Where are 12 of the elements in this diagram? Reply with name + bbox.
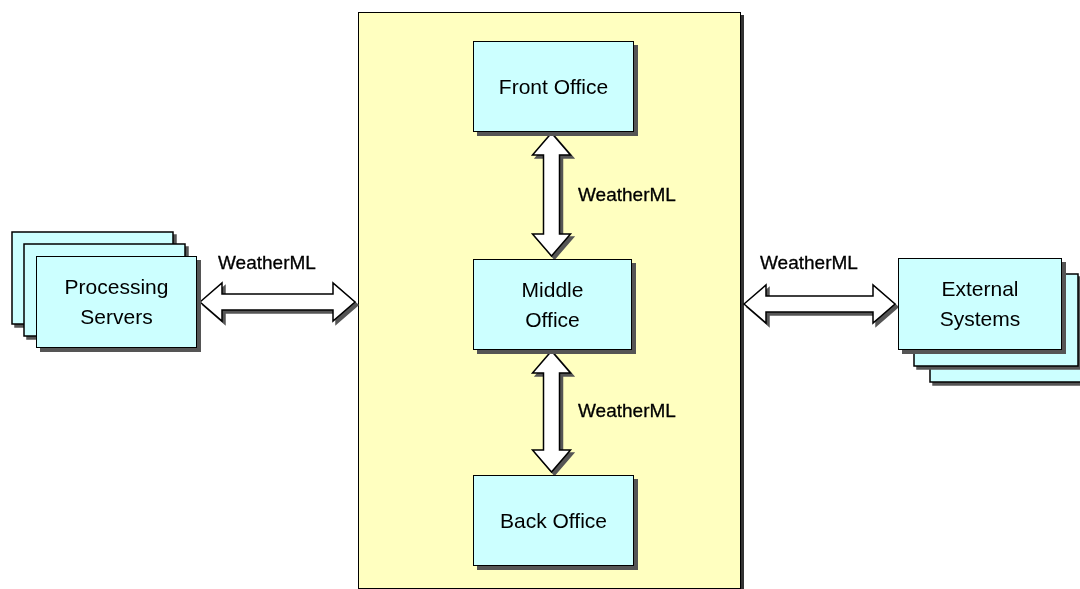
double-block-arrow	[742, 283, 897, 325]
node-label: Front Office	[498, 73, 609, 100]
node-label: Middle Office	[520, 276, 585, 333]
node-label: Processing Servers	[63, 274, 170, 330]
edge-label: WeatherML	[578, 400, 676, 422]
edge-label: WeatherML	[578, 184, 676, 206]
double-block-arrow	[198, 281, 357, 323]
system-panel	[358, 12, 741, 589]
edge-label: WeatherML	[760, 252, 858, 274]
node-label: External Systems	[938, 276, 1022, 332]
node-label: Back Office	[500, 507, 607, 534]
edge-label: WeatherML	[218, 252, 316, 274]
